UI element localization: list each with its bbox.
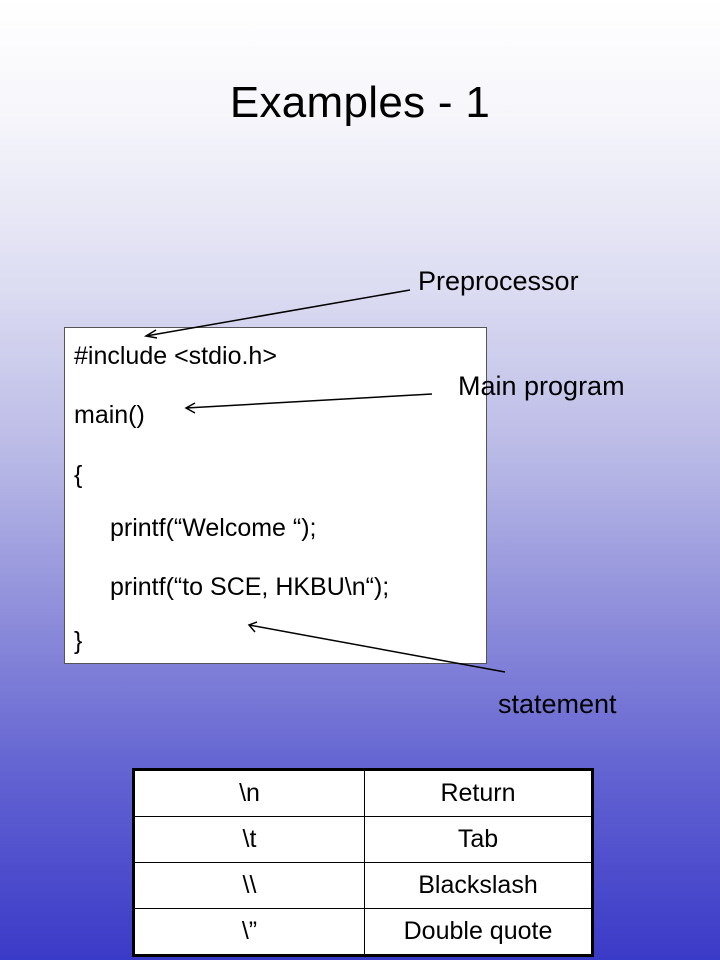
escape-sequence-table: \n Return \t Tab \\ Blackslash \” Double… <box>132 768 594 957</box>
table-row: \t Tab <box>133 816 593 863</box>
code-box: #include <stdio.h> main() { printf(“Welc… <box>64 327 487 664</box>
code-line-open-brace: { <box>74 461 83 489</box>
code-line-printf-welcome: printf(“Welcome “); <box>110 514 317 542</box>
escape-code-cell: \n <box>133 769 365 817</box>
escape-meaning-cell: Double quote <box>364 908 593 956</box>
code-line-close-brace: } <box>74 627 83 655</box>
escape-code-cell: \\ <box>133 862 365 909</box>
statement-label: statement <box>498 689 617 719</box>
preprocessor-label: Preprocessor <box>418 266 579 296</box>
main-program-label: Main program <box>458 371 625 401</box>
escape-code-cell: \t <box>133 816 365 863</box>
table-row: \” Double quote <box>133 908 593 956</box>
escape-meaning-cell: Return <box>364 769 593 817</box>
escape-code-cell: \” <box>133 908 365 956</box>
slide-title: Examples - 1 <box>229 78 491 127</box>
escape-meaning-cell: Tab <box>364 816 593 863</box>
escape-meaning-cell: Blackslash <box>364 862 593 909</box>
table-row: \\ Blackslash <box>133 862 593 909</box>
table-row: \n Return <box>133 769 593 817</box>
code-line-main: main() <box>74 401 145 429</box>
code-line-printf-sce: printf(“to SCE, HKBU\n“); <box>110 573 390 601</box>
code-line-include: #include <stdio.h> <box>74 342 277 370</box>
